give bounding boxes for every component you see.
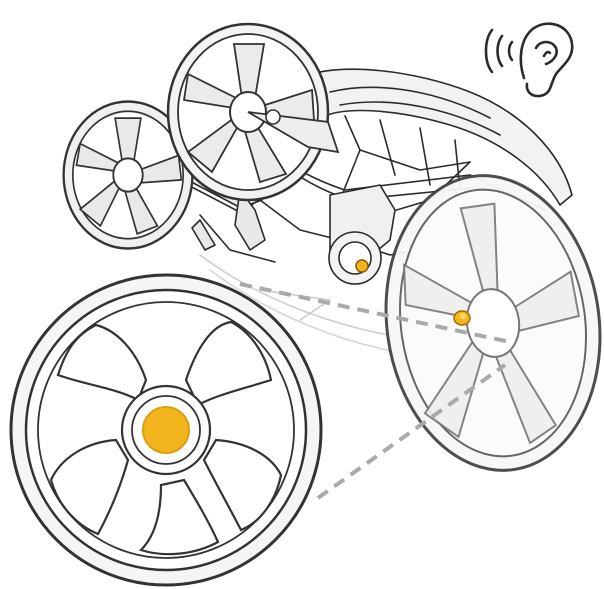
highlighted-axle-hub xyxy=(142,406,190,454)
front-wheel xyxy=(166,22,340,202)
sound-waves-icon xyxy=(484,28,514,74)
stroller-seat xyxy=(299,68,573,206)
left-rear-wheel xyxy=(62,100,194,250)
hub-marker-small xyxy=(453,310,471,326)
zoomed-wheel xyxy=(9,273,323,587)
zoomed-wheel-spokes xyxy=(49,320,283,556)
listen-indicator xyxy=(484,22,574,98)
callout-lines xyxy=(239,282,511,500)
right-rear-wheel xyxy=(384,174,602,472)
ear-icon xyxy=(519,22,574,98)
